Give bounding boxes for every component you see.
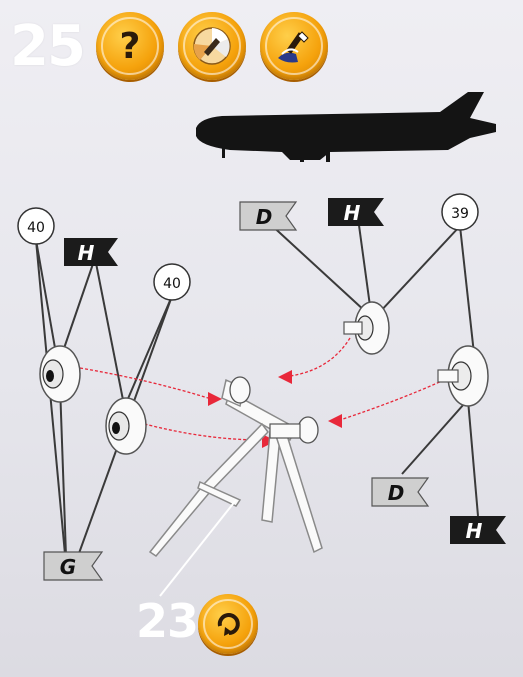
paint-color-icon: [183, 17, 241, 75]
flag-letter: H: [466, 519, 483, 543]
sub-step-number: 23: [136, 594, 199, 648]
help-button[interactable]: ?: [96, 12, 164, 80]
connector-lines: [35, 217, 479, 566]
disc-top-right: [343, 301, 390, 355]
flag-letter: G: [60, 555, 76, 579]
count-circle-left-lower: 40: [153, 263, 191, 301]
flag-letter: H: [344, 201, 361, 225]
flag-h-right: H: [450, 516, 506, 544]
flag-d-right: D: [371, 477, 430, 507]
substep-leader-line: [159, 499, 237, 597]
flag-letter: H: [78, 241, 95, 265]
flag-letter: D: [388, 481, 405, 505]
help-icon: ?: [101, 17, 159, 75]
axle-upper: [229, 376, 251, 404]
disc-left-upper: [39, 345, 81, 403]
paint-button[interactable]: [178, 12, 246, 80]
count-circle-right: 39: [441, 193, 479, 231]
rotate-icon: [203, 599, 253, 649]
brush-button[interactable]: [260, 12, 328, 80]
help-glyph: ?: [119, 25, 141, 67]
flag-h-left: H: [64, 238, 118, 266]
disc-left-lower: [105, 397, 147, 455]
count-text: 39: [451, 206, 469, 222]
rotate-button[interactable]: [198, 594, 258, 654]
disc-right: [437, 345, 489, 407]
count-text: 40: [163, 276, 181, 292]
brush-paint-icon: [265, 17, 323, 75]
count-circle-left-upper: 40: [17, 207, 55, 245]
airplane-icon: [196, 92, 496, 162]
step-number: 25: [10, 14, 86, 79]
count-text: 40: [27, 220, 45, 236]
axle-lower: [269, 416, 319, 444]
flag-g-left: G: [43, 551, 104, 581]
flag-letter: D: [256, 205, 273, 229]
stand-part: [148, 378, 323, 557]
flag-h-top: H: [328, 198, 384, 226]
flag-d-top: D: [239, 201, 298, 231]
